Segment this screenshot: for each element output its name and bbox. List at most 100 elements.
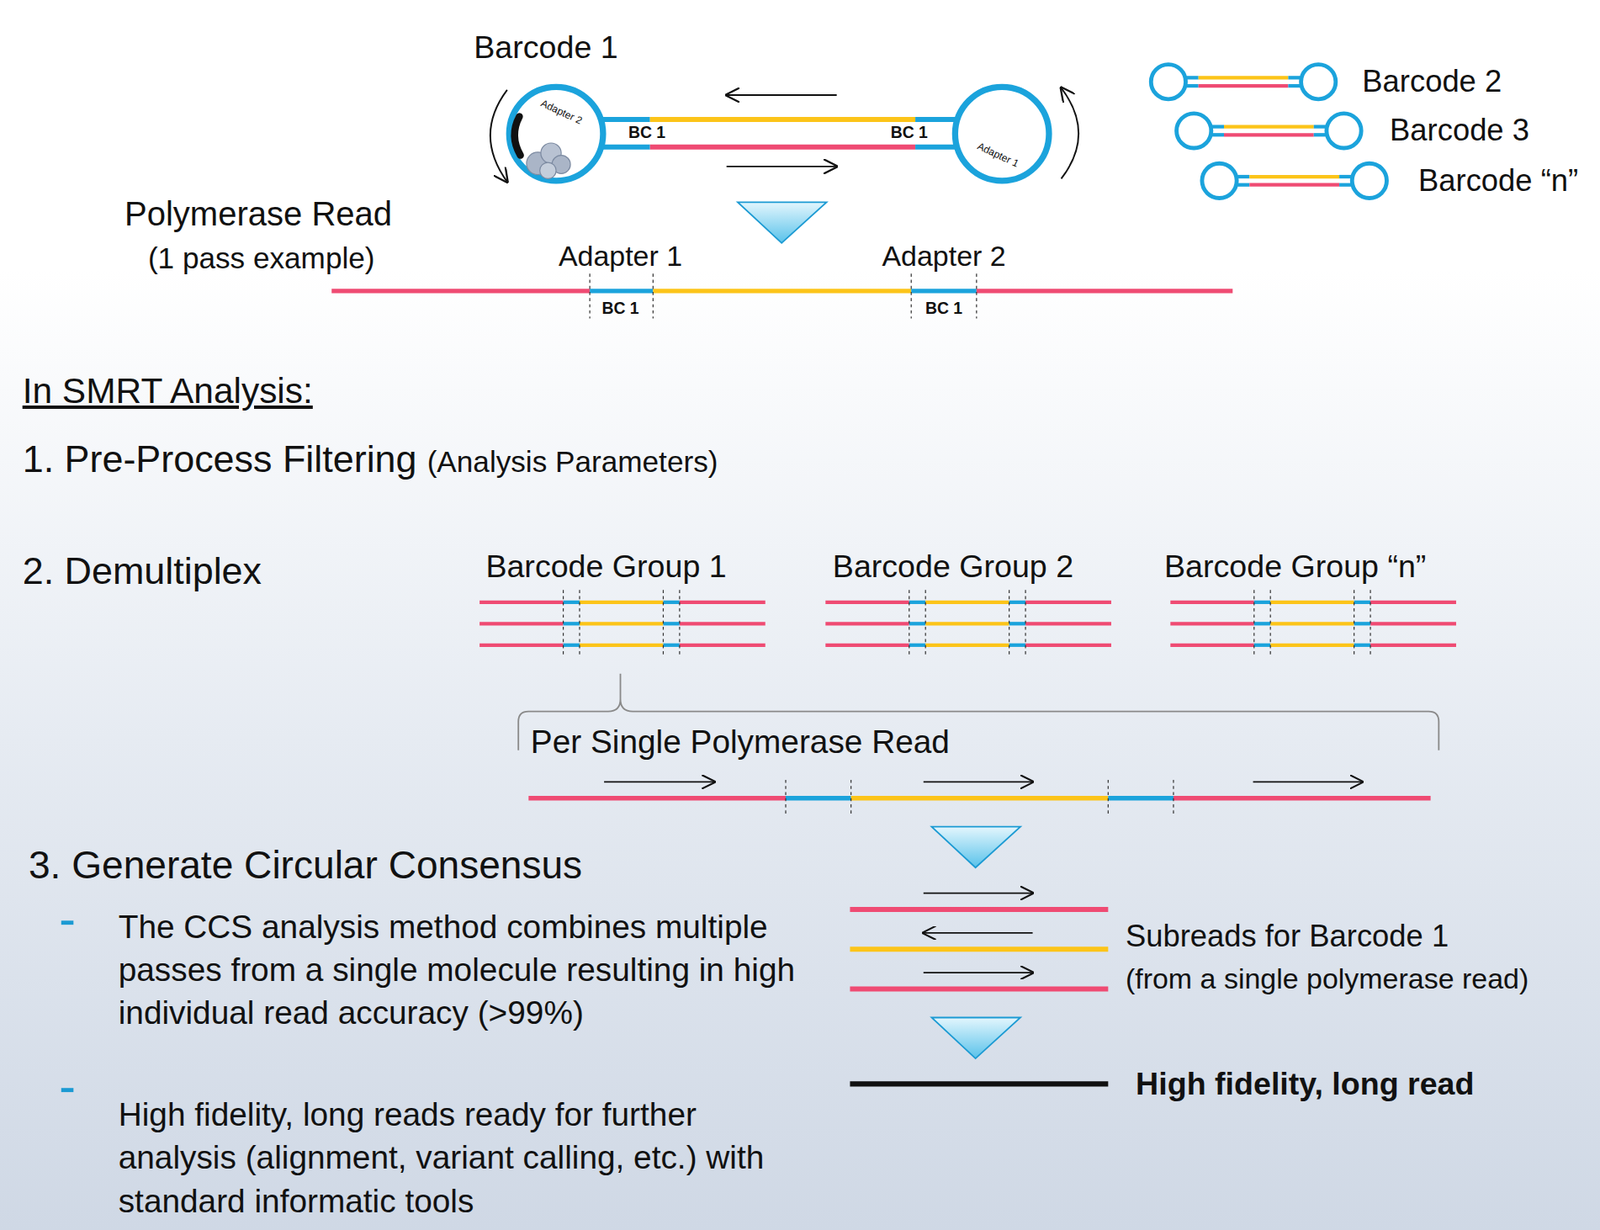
boundary-dash [662,589,664,657]
subread [849,986,1108,992]
boundary-dash [1253,589,1255,657]
adapter-loop [1301,64,1336,100]
read-segment [1249,174,1340,179]
read-segment [1249,183,1340,187]
read-segment [976,288,1233,293]
read-segment [1339,174,1353,179]
boundary-dash [578,589,580,657]
read-segment [1107,795,1174,800]
barcode-strand [600,144,650,150]
read-segment [1170,600,1254,604]
read-segment [679,600,766,604]
subread-label: (from a single polymerase read) [1125,961,1529,997]
barcode-label: Barcode 3 [1389,111,1530,149]
read-segment [679,643,766,647]
adapter-label: Adapter 1 [558,238,683,274]
barcode-label: Barcode 1 [473,28,618,67]
read-segment [662,621,679,626]
read-segment [563,643,580,647]
read-segment [925,600,1009,604]
boundary-dash [1024,589,1026,657]
read-segment [1025,621,1112,626]
read-segment [1370,621,1457,626]
read-segment [1236,174,1251,179]
result-label: High fidelity, long read [1135,1064,1474,1103]
read-segment [1025,600,1112,604]
read-segment [851,795,1109,800]
adapter-label: Adapter 2 [537,96,585,128]
boundary-dash [1369,589,1371,657]
direction-arrow [923,892,1034,895]
read-segment [1170,621,1254,626]
step-title: 1. Pre-Process Filtering [22,436,418,483]
bullet-text: High fidelity, long reads ready for furt… [118,1092,823,1223]
consensus-read [849,1080,1108,1087]
read-segment [479,621,563,626]
read-segment [652,288,912,293]
read-segment [825,621,909,626]
direction-arrow [923,780,1034,783]
subread-label: Subreads for Barcode 1 [1125,917,1449,955]
read-segment [925,621,1009,626]
adapter-label: Adapter 1 [974,139,1022,170]
read-segment [1270,600,1354,604]
direction-arrow [490,90,508,182]
boundary-dash [925,589,927,657]
barcode-tag: BC 1 [890,122,928,143]
read-segment [589,288,653,293]
insert-strand [650,144,916,150]
adapter-loop [1326,113,1362,149]
section-heading: In SMRT Analysis: [22,370,313,414]
read-segment [825,643,909,647]
direction-arrow [726,165,838,168]
process-triangle [931,1017,1021,1060]
insert-strand [650,116,916,122]
read-segment [1254,600,1271,604]
adapter-label: Adapter 2 [881,238,1006,274]
barcode-tag: BC 1 [925,298,963,318]
read-segment [1009,600,1026,604]
adapter-loop [1150,64,1186,100]
read-segment [1254,643,1271,647]
read-segment [1354,643,1371,647]
group-label: Barcode Group 1 [485,547,726,586]
bullet-dash [61,920,75,925]
read-segment [1270,643,1354,647]
direction-arrow [726,94,838,96]
read-segment [911,288,977,293]
read-segment [1287,75,1302,80]
adapter-loop [954,86,1050,181]
read-segment [1223,132,1314,137]
boundary-dash [908,589,910,657]
boundary-dash [1172,779,1174,817]
read-segment [1339,183,1353,187]
direction-arrow [1253,780,1363,783]
bullet-dash [61,1087,75,1092]
bracket-label: Per Single Polymerase Read [530,722,950,763]
barcode-label: Barcode 2 [1361,63,1502,101]
read-segment [1223,124,1314,128]
read-segment [1210,132,1224,137]
read-segment [579,600,663,604]
read-segment [1313,124,1328,128]
read-segment [479,643,563,647]
subread [849,906,1108,912]
read-segment [1254,621,1271,626]
read-segment [479,600,563,604]
direction-arrow [923,932,1034,934]
barcode-tag: BC 1 [601,298,639,318]
process-triangle [931,826,1021,869]
read-segment [1185,75,1199,80]
read-segment [1198,75,1289,80]
read-segment [662,600,679,604]
read-segment [662,643,679,647]
barcode-strand [915,116,959,122]
read-segment [1313,132,1328,137]
boundary-dash [850,779,852,817]
boundary-dash [784,779,786,817]
read-segment [1009,643,1026,647]
bullet-text: The CCS analysis method combines multipl… [118,905,823,1035]
read-segment [1236,183,1251,187]
read-segment [528,795,786,800]
